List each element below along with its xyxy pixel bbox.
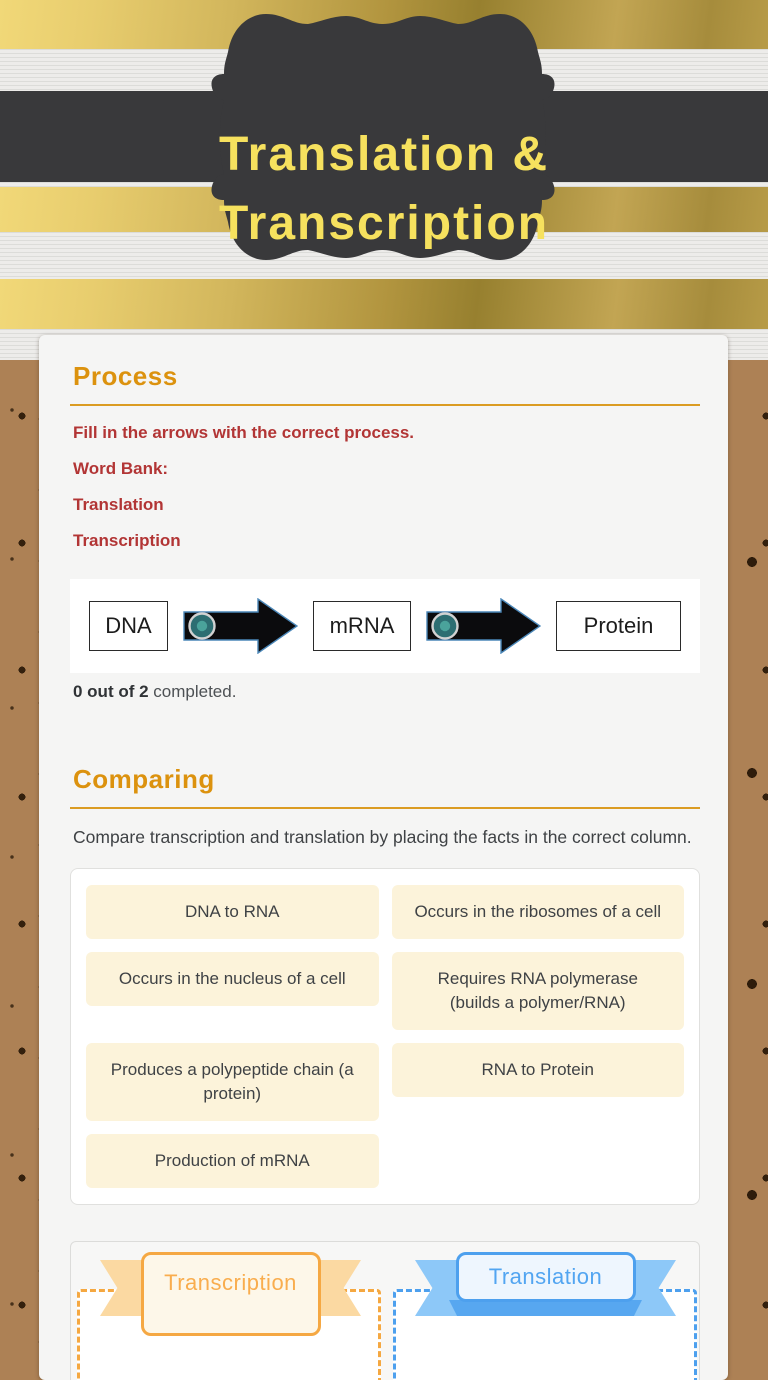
sorting-area: Transcription Translation — [70, 1241, 700, 1380]
process-arrow-icon — [426, 597, 542, 655]
transcription-column-label: Transcription — [140, 1252, 321, 1336]
fact-bank: DNA to RNA Occurs in the ribosomes of a … — [70, 868, 700, 1205]
fact-chip[interactable]: Produces a polypeptide chain (a protein) — [86, 1043, 379, 1121]
word-bank-item-transcription: Transcription — [73, 531, 181, 550]
fact-chip[interactable]: Occurs in the ribosomes of a cell — [391, 885, 684, 939]
ribbon-fold-icon — [449, 1300, 642, 1316]
progress-status: 0 out of 2 completed. — [73, 682, 700, 702]
fact-chip[interactable]: Production of mRNA — [86, 1134, 379, 1188]
process-diagram: DNA mRNA Protein — [70, 579, 700, 673]
translation-ribbon: Translation — [415, 1252, 676, 1348]
header-stripe-gold — [0, 279, 768, 329]
process-arrow-blank-2[interactable] — [426, 597, 542, 655]
header-badge-ornament-icon — [211, 14, 555, 260]
section-comparing: Comparing Compare transcription and tran… — [70, 764, 700, 1380]
section-divider — [70, 807, 700, 809]
fact-chip[interactable]: Occurs in the nucleus of a cell — [86, 952, 379, 1006]
transcription-ribbon: Transcription — [100, 1252, 361, 1348]
progress-label: completed. — [148, 682, 237, 701]
word-bank-item-translation: Translation — [73, 495, 164, 514]
progress-count: 0 out of 2 — [73, 682, 149, 701]
diagram-node-dna: DNA — [89, 601, 168, 651]
worksheet-card: Process Fill in the arrows with the corr… — [39, 335, 728, 1380]
fact-chip[interactable]: Requires RNA polymerase (builds a polyme… — [391, 952, 684, 1030]
fact-chip[interactable]: RNA to Protein — [391, 1043, 684, 1097]
section-process: Process Fill in the arrows with the corr… — [70, 361, 700, 702]
process-instructions: Fill in the arrows with the correct proc… — [73, 423, 415, 442]
comparing-instructions: Compare transcription and translation by… — [73, 827, 692, 847]
fact-chip[interactable]: DNA to RNA — [86, 885, 379, 939]
diagram-node-mrna: mRNA — [313, 601, 411, 651]
header-stripe-white — [0, 232, 768, 279]
process-heading: Process — [73, 361, 178, 391]
translation-column-label: Translation — [455, 1252, 636, 1302]
comparing-heading: Comparing — [73, 764, 215, 794]
process-arrow-icon — [183, 597, 299, 655]
worksheet-title-line1: Translation & — [218, 128, 550, 181]
worksheet-title-line2: Transcription — [218, 197, 550, 250]
worksheet-title: Translation & Transcription — [0, 120, 768, 258]
section-divider — [70, 404, 700, 406]
process-arrow-blank-1[interactable] — [183, 597, 299, 655]
diagram-node-protein: Protein — [556, 601, 681, 651]
worksheet-header: Translation & Transcription — [0, 0, 768, 360]
word-bank-label: Word Bank: — [73, 459, 169, 478]
